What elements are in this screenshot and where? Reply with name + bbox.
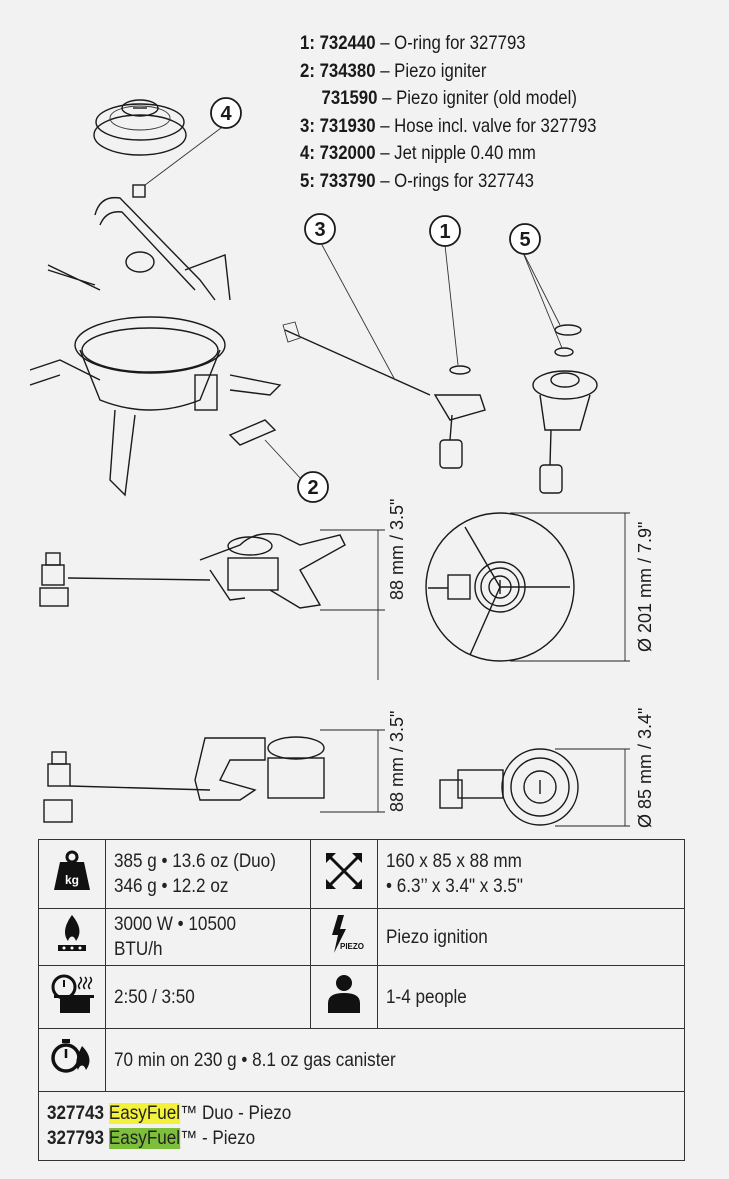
svg-text:3: 3 [314,219,325,241]
callout-3: 3 [304,213,336,245]
callout-4: 4 [210,97,242,129]
technical-drawing: 4 3 1 5 2 [29,97,655,828]
flame-burner-icon [58,914,86,951]
piezo-text: Piezo ignition [377,908,685,966]
size-cross-arrows-icon [326,852,362,889]
spec-row: 2:50 / 3:50 1-4 people [38,965,685,1029]
side-view-open-drawing [39,533,346,609]
parts-list-item: 731590 – Piezo igniter (old model) [321,87,577,109]
svg-text:PIEZO: PIEZO [340,942,364,951]
size-text: 160 x 85 x 88 mm • 6.3’’ x 3.4" x 3.5" [377,839,685,909]
parts-list-item: 2: 734380 – Piezo igniter [300,59,487,82]
boil-timer-pot-icon [51,974,94,1013]
spec-row: kg 385 g • 13.6 oz (Duo) 346 g • 12.2 oz… [38,839,685,909]
diameter-folded-dimension: Ø 85 mm / 3.4" [635,708,655,828]
parts-list: 1: 732440 – O-ring for 327793 2: 734380 … [300,30,596,195]
burn-time-stopwatch-flame-icon [51,1038,90,1073]
product-item: 327743 EasyFuel™ Duo - Piezo [47,1103,292,1124]
callout-5: 5 [509,223,541,255]
hose-valve-drawing [282,321,486,469]
diameter-open-dimension: Ø 201 mm / 7.9" [635,522,655,652]
people-cell-icon [310,965,378,1029]
dimension-lines [320,512,630,827]
weight-text: 385 g • 13.6 oz (Duo) 346 g • 12.2 oz [105,839,311,909]
height-open-dimension: 88 mm / 3.5" [387,499,407,600]
boil-cell-icon [38,965,106,1029]
parts-list-item: 3: 731930 – Hose incl. valve for 327793 [300,114,597,137]
valve-oring-drawing [532,324,598,494]
product-list: 327743 EasyFuel™ Duo - Piezo 327793 Easy… [38,1091,685,1161]
product-item: 327793 EasyFuel™ - Piezo [47,1128,256,1149]
power-text: 3000 W • 10500 BTU/h [105,908,311,966]
power-cell-icon [38,908,106,966]
svg-text:kg: kg [65,873,79,887]
boil-text: 2:50 / 3:50 [105,965,311,1029]
top-view-open-drawing [425,512,575,662]
side-view-folded-drawing [43,736,325,823]
callout-2: 2 [297,471,329,503]
burn-text: 70 min on 230 g • 8.1 oz gas canister [105,1028,685,1092]
svg-text:1: 1 [439,221,450,243]
parts-list-item: 4: 732000 – Jet nipple 0.40 mm [300,142,536,164]
svg-text:4: 4 [220,103,232,125]
specs-table: kg 385 g • 13.6 oz (Duo) 346 g • 12.2 oz… [38,839,685,1161]
product-row: 327743 EasyFuel™ Duo - Piezo 327793 Easy… [38,1091,685,1161]
svg-text:2: 2 [307,477,318,499]
height-folded-dimension: 88 mm / 3.5" [387,711,407,812]
spec-row: 3000 W • 10500 BTU/h PIEZO Piezo ignitio… [38,908,685,966]
parts-list-item: 1: 732440 – O-ring for 327793 [300,32,526,54]
weight-kg-icon: kg [54,850,90,890]
svg-text:5: 5 [519,229,530,251]
exploded-stove-drawing [29,99,282,497]
spec-row: 70 min on 230 g • 8.1 oz gas canister [38,1028,685,1092]
top-view-folded-drawing [439,748,579,826]
parts-list-item: 5: 733790 – O-rings for 327743 [300,169,535,192]
callout-1: 1 [429,215,461,247]
burn-cell-icon [38,1028,106,1092]
size-cell-icon [310,839,378,909]
piezo-lightning-icon: PIEZO [332,914,364,953]
people-text: 1-4 people [377,965,685,1029]
weight-cell-icon: kg [38,839,106,909]
piezo-cell-icon: PIEZO [310,908,378,966]
person-icon [328,974,360,1013]
